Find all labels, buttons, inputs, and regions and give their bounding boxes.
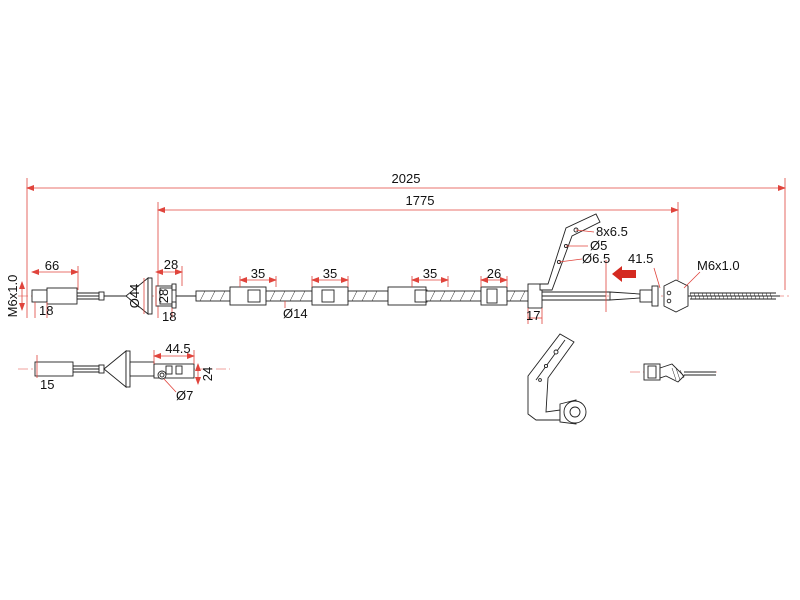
side-fitting-height-dimension: 24 — [195, 363, 215, 385]
right-end-rod — [605, 260, 780, 313]
end-width-dimension: 18 — [34, 302, 53, 318]
end-width-label: 18 — [39, 303, 53, 318]
side-view-end-fitting — [18, 350, 230, 388]
rod-length-label: 41.5 — [628, 251, 653, 266]
bracket-width-dimension: 17 — [526, 308, 543, 324]
side-fitting-height-label: 24 — [200, 367, 215, 381]
overall-length-dimension: 2025 — [26, 171, 786, 318]
cable-with-sleeves — [195, 286, 530, 306]
fitting-length-label: 28 — [164, 257, 178, 272]
sleeve-4-label: 26 — [487, 266, 501, 281]
fitting-height-label: 28 — [156, 289, 171, 303]
end-length-label: 66 — [45, 258, 59, 273]
thread-left-label: M6x1.0 — [5, 275, 20, 318]
rod-length-dimension: 41.5 — [628, 251, 661, 289]
fitting-width-dimension: 18 — [162, 308, 176, 324]
cone-diameter-label: Ø44 — [127, 284, 142, 309]
side-hole-label: Ø7 — [176, 388, 193, 403]
side-end-length-dimension: 15 — [36, 355, 54, 392]
main-cable-assembly — [18, 213, 790, 315]
cone-diameter-dimension: Ø44 — [127, 278, 145, 314]
sleeve-4-dimension: 26 — [480, 266, 508, 287]
bracket-width-label: 17 — [526, 308, 540, 323]
rod-end-detail-view — [630, 363, 720, 383]
side-hole-dimension: Ø7 — [163, 378, 193, 403]
bracket-hole-dimensions: 8x6.5 Ø5 Ø6.5 — [558, 224, 628, 266]
thread-left-dimension: M6x1.0 — [5, 275, 25, 318]
fitting-width-label: 18 — [162, 309, 176, 324]
cone-fitting — [125, 277, 153, 315]
sleeve-1-label: 35 — [251, 266, 265, 281]
sleeve-2-label: 35 — [323, 266, 337, 281]
overall-length-label: 2025 — [392, 171, 421, 186]
fitting-block — [155, 283, 196, 309]
thread-right-dimension: M6x1.0 — [683, 258, 740, 289]
bracket-hole-2-label: Ø6.5 — [582, 251, 610, 266]
cable-diameter-dimension: Ø14 — [283, 301, 308, 321]
bracket-detail-view — [527, 333, 587, 425]
end-length-dimension: 66 — [31, 258, 79, 290]
arrow-left-icon — [612, 266, 636, 282]
bracket-hole-1-label: Ø5 — [590, 238, 607, 253]
sleeve-3-label: 35 — [423, 266, 437, 281]
fitting-length-dimension: 28 — [155, 257, 183, 286]
cable-diameter-label: Ø14 — [283, 306, 308, 321]
inner-length-label: 1775 — [406, 193, 435, 208]
thread-right-label: M6x1.0 — [697, 258, 740, 273]
side-end-length-label: 15 — [40, 377, 54, 392]
left-end-fitting — [31, 287, 126, 305]
sleeve-2-dimension: 35 — [311, 266, 349, 287]
sleeve-3-dimension: 35 — [411, 266, 449, 287]
sleeve-1-dimension: 35 — [239, 266, 277, 287]
bracket-slot-label: 8x6.5 — [596, 224, 628, 239]
side-fitting-length-label: 44.5 — [165, 341, 190, 356]
fitting-height-dimension: 28 — [155, 286, 171, 306]
side-fitting-length-dimension: 44.5 — [153, 341, 195, 364]
